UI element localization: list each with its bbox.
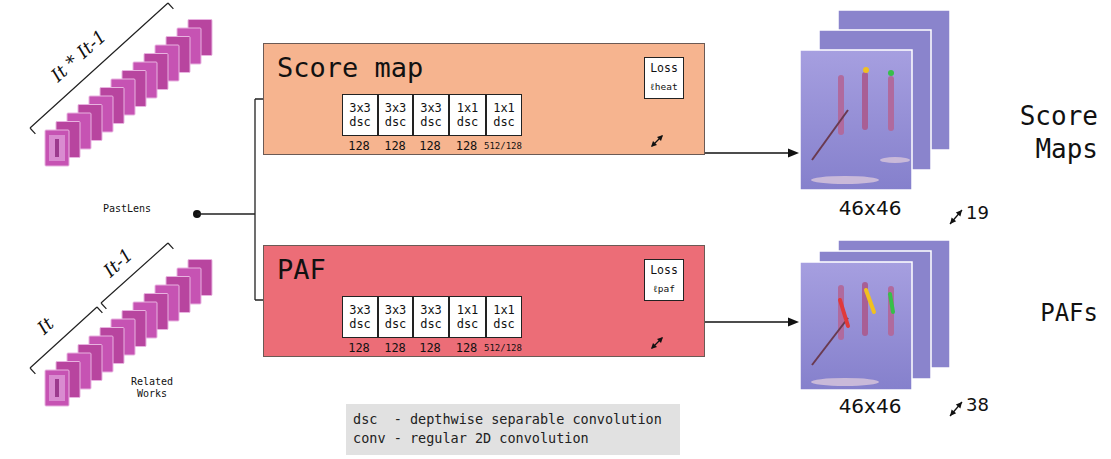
frame-content xyxy=(55,139,59,157)
channel-count: 128 xyxy=(384,139,406,153)
layer-box: 3x3 dsc xyxy=(378,94,413,136)
layer-box: 3x3 dsc xyxy=(342,296,378,338)
branch-title: PAF xyxy=(277,254,691,285)
layer-text: 3x3 dsc xyxy=(381,101,410,129)
layer-text: 3x3 dsc xyxy=(345,101,375,129)
input-caption: Related Works xyxy=(125,376,179,400)
arrow-shaft xyxy=(705,152,789,153)
legend-note: dsc - depthwise separable convolutioncon… xyxy=(346,404,680,455)
layer-text: 3x3 dsc xyxy=(416,303,446,331)
channel-depth: 19 xyxy=(966,202,989,223)
layer-box: 1x1 dsc xyxy=(486,296,522,338)
frame-range: It-1 xyxy=(99,244,137,281)
layer-box: 1x1 dsc xyxy=(486,94,522,136)
channel-count: 128 xyxy=(348,139,370,153)
frame-content xyxy=(55,379,59,397)
video-frame xyxy=(45,370,69,406)
arrow-shaft xyxy=(705,321,789,322)
loss-box: Loss ℓheat xyxy=(644,57,684,99)
layer-text: 3x3 dsc xyxy=(345,303,375,331)
channel-count: 128 xyxy=(419,139,441,153)
layer-box: 3x3 dsc xyxy=(413,94,449,136)
layer-text: 1x1 dsc xyxy=(489,101,519,129)
channel-count: 128 xyxy=(456,341,478,355)
channel-depth: 38 xyxy=(966,394,989,415)
channel-count: 128 xyxy=(419,341,441,355)
output-title: Score Maps xyxy=(1010,100,1098,165)
paf-images xyxy=(800,240,950,390)
layer-text: 3x3 dsc xyxy=(381,303,410,331)
frame-content xyxy=(49,375,65,401)
branch-title: Score map xyxy=(277,52,691,83)
resize-icon xyxy=(648,334,666,352)
loss-text: ℓpaf xyxy=(653,282,675,295)
legend-text: dsc - depthwise separable convolution xyxy=(353,410,673,429)
loss-text: Loss xyxy=(650,61,678,76)
flow-arrow xyxy=(705,318,799,327)
channel-count: 512/128 xyxy=(484,343,522,353)
loss-text: Loss xyxy=(650,263,678,278)
channel-count: 128 xyxy=(384,341,406,355)
frame-range: It * It-1 xyxy=(46,25,110,85)
frame-range: It xyxy=(33,312,58,337)
video-frame xyxy=(45,130,69,166)
layer-box: 1x1 dsc xyxy=(449,296,486,338)
layer-text: 1x1 dsc xyxy=(452,101,483,129)
channel-count: 128 xyxy=(348,341,370,355)
arrow-head xyxy=(788,318,799,327)
layer-box: 3x3 dsc xyxy=(413,296,449,338)
output-maps: PAFs xyxy=(800,240,950,390)
input-caption: PastLens xyxy=(103,203,151,214)
branch-box: PAF3x3 dsc3x3 dsc3x3 dsc1x1 dsc1x1 dscLo… xyxy=(263,245,705,357)
layer-text: 1x1 dsc xyxy=(489,303,519,331)
loss-text: ℓheat xyxy=(650,80,677,93)
layer-box: 3x3 dsc xyxy=(342,94,378,136)
frame-stack xyxy=(45,20,212,167)
split-line xyxy=(197,99,263,300)
branch-box: Score map3x3 dsc3x3 dsc3x3 dsc1x1 dsc1x1… xyxy=(263,43,705,155)
score-map-images xyxy=(800,10,950,190)
layer-box: 3x3 dsc xyxy=(378,296,413,338)
frame-stack xyxy=(45,260,212,407)
range-bracket xyxy=(30,3,173,374)
layer-text: 3x3 dsc xyxy=(416,101,446,129)
arrow-head xyxy=(788,149,799,158)
map-size: 46x46 xyxy=(839,196,902,220)
layer-text: 1x1 dsc xyxy=(452,303,483,331)
legend-text: conv - regular 2D convolution xyxy=(353,429,673,448)
loss-box: Loss ℓpaf xyxy=(644,259,684,301)
resize-icon xyxy=(648,132,666,150)
layer-box: 1x1 dsc xyxy=(449,94,486,136)
frame-content xyxy=(49,135,65,161)
flow-arrow xyxy=(705,149,799,158)
output-title: PAFs xyxy=(1010,298,1098,328)
channel-count: 128 xyxy=(456,139,478,153)
channel-count: 512/128 xyxy=(484,141,522,151)
output-maps: Score Maps xyxy=(800,10,950,190)
map-size: 46x46 xyxy=(839,394,902,418)
size-arrow xyxy=(950,210,962,416)
